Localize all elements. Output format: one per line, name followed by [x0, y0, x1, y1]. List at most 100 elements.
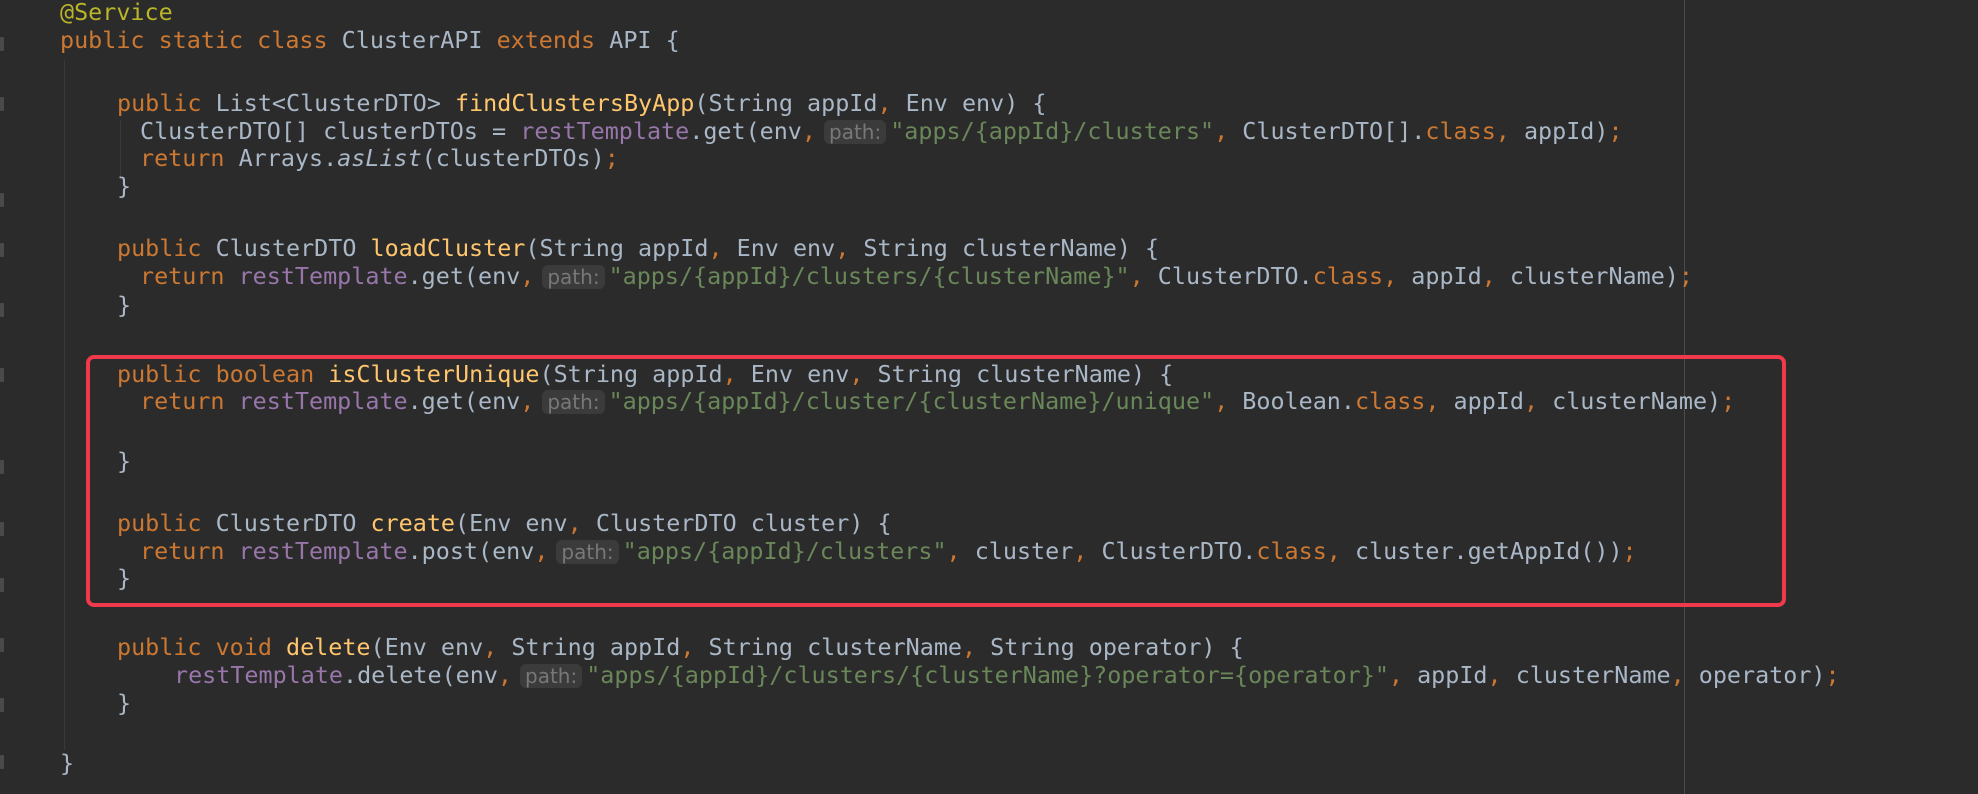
keyword: public static class — [60, 26, 342, 54]
brace: } — [117, 564, 132, 592]
comma: , — [877, 89, 906, 117]
fold-marker-icon[interactable] — [0, 97, 4, 111]
code-line: public boolean isClusterUnique(String ap… — [117, 359, 1173, 390]
code-line: } — [117, 290, 131, 321]
method-call: .get(env — [689, 117, 802, 145]
class-name: ClusterAPI — [341, 26, 497, 54]
parameter-hint: path: — [520, 664, 583, 688]
type: ClusterDTO — [215, 234, 371, 262]
fold-marker-icon[interactable] — [0, 755, 4, 769]
params: String clusterName — [708, 633, 962, 661]
comma: , — [1326, 537, 1355, 565]
comma: , — [708, 234, 737, 262]
fold-marker-icon[interactable] — [0, 243, 4, 257]
identifier: ClusterDTO[] clusterDTOs = — [140, 117, 521, 145]
method-name: findClustersByApp — [454, 89, 695, 117]
comma: , — [849, 360, 878, 388]
editor-gutter — [0, 0, 10, 794]
code-line: @Service — [60, 0, 173, 28]
identifier: (clusterDTOs) — [421, 144, 605, 172]
type: List<ClusterDTO> — [215, 89, 455, 117]
identifier: API { — [609, 26, 680, 54]
identifier: cluster — [974, 537, 1074, 565]
semicolon: ; — [1622, 537, 1637, 565]
code-line: } — [117, 171, 131, 202]
code-line: return restTemplate.get(env,path:"apps/{… — [140, 386, 1735, 417]
keyword: return — [140, 144, 239, 172]
identifier: ClusterDTO. — [1101, 537, 1257, 565]
params: String appId — [511, 633, 681, 661]
fold-marker-icon[interactable] — [0, 193, 4, 207]
identifier: Boolean. — [1242, 387, 1355, 415]
comma: , — [722, 360, 751, 388]
identifier: appId — [1417, 661, 1488, 689]
keyword: public void — [117, 633, 286, 661]
code-line: } — [117, 688, 131, 719]
comma: , — [520, 262, 535, 290]
comma: , — [1523, 387, 1553, 415]
method-name: isClusterUnique — [328, 360, 540, 388]
comma: , — [497, 661, 512, 689]
indent-guide — [120, 120, 121, 180]
fold-marker-icon[interactable] — [0, 578, 4, 592]
semicolon: ; — [1608, 117, 1623, 145]
fold-marker-icon[interactable] — [0, 638, 4, 652]
fold-marker-icon[interactable] — [0, 698, 4, 712]
identifier: ClusterDTO[]. — [1242, 117, 1426, 145]
comma: , — [1073, 537, 1102, 565]
params: (String appId — [694, 89, 878, 117]
field: restTemplate — [174, 661, 343, 689]
code-line: public ClusterDTO loadCluster(String app… — [117, 233, 1159, 264]
params: (String appId — [525, 234, 709, 262]
method-name: create — [370, 509, 455, 537]
keyword: public — [117, 89, 216, 117]
identifier: appId — [1411, 262, 1482, 290]
params: String operator) { — [990, 633, 1244, 661]
params: Env env — [750, 360, 850, 388]
method-name: delete — [286, 633, 371, 661]
keyword: public boolean — [117, 360, 329, 388]
identifier: ClusterDTO. — [1157, 262, 1313, 290]
keyword: class — [1425, 117, 1496, 145]
comma: , — [1425, 387, 1454, 415]
method-call: .post(env — [407, 537, 535, 565]
code-line: public void delete(Env env, String appId… — [117, 632, 1244, 663]
keyword: public — [117, 509, 216, 537]
string-literal: "apps/{appId}/clusters" — [890, 117, 1215, 145]
string-literal: "apps/{appId}/clusters/{clusterName}" — [608, 262, 1130, 290]
identifier: clusterName — [1515, 661, 1671, 689]
comma: , — [680, 633, 709, 661]
parameter-hint: path: — [542, 390, 605, 414]
code-line: } — [117, 446, 131, 477]
field: restTemplate — [238, 387, 408, 415]
comma: , — [1214, 387, 1243, 415]
comma: , — [1481, 262, 1510, 290]
comma: , — [835, 234, 864, 262]
highlight-annotation-box — [86, 355, 1786, 607]
fold-marker-icon[interactable] — [0, 460, 4, 474]
field: restTemplate — [238, 537, 408, 565]
semicolon: ; — [1721, 387, 1736, 415]
method-call: .get(env — [407, 262, 521, 290]
fold-marker-icon[interactable] — [0, 522, 4, 536]
brace: } — [117, 172, 132, 200]
code-line: ClusterDTO[] clusterDTOs = restTemplate.… — [140, 116, 1623, 147]
identifier: appId) — [1523, 117, 1609, 145]
identifier: operator) — [1698, 661, 1826, 689]
static-method: asList — [337, 144, 422, 172]
fold-marker-icon[interactable] — [0, 37, 4, 51]
comma: , — [1495, 117, 1524, 145]
comma: , — [946, 537, 975, 565]
fold-marker-icon[interactable] — [0, 368, 4, 382]
type: ClusterDTO — [215, 509, 371, 537]
semicolon: ; — [1825, 661, 1840, 689]
fold-marker-icon[interactable] — [0, 303, 4, 317]
brace: } — [117, 447, 132, 475]
keyword: class — [1256, 537, 1327, 565]
comma: , — [483, 633, 512, 661]
code-line: public static class ClusterAPI extends A… — [60, 25, 680, 56]
code-line: public ClusterDTO create(Env env, Cluste… — [117, 508, 892, 539]
code-line: } — [117, 563, 131, 594]
method-call: .delete(env — [343, 661, 498, 689]
